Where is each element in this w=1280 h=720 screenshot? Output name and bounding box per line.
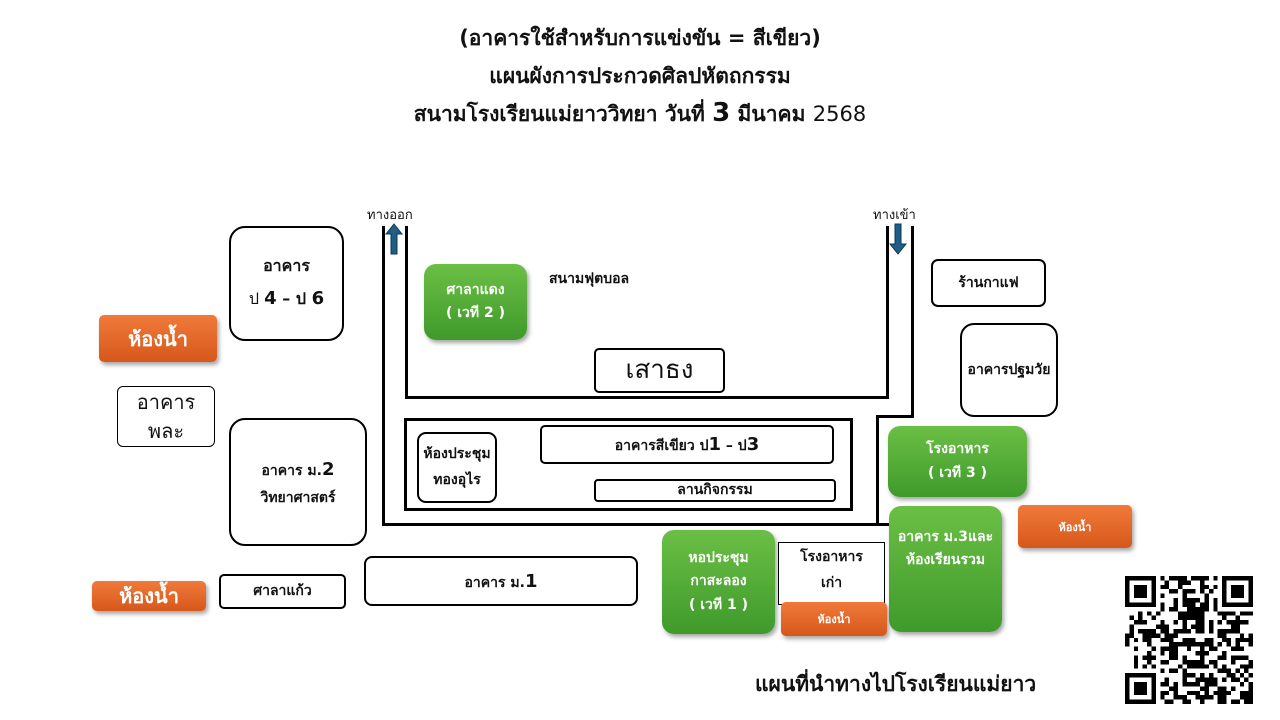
building-pala-line1: อาคาร — [136, 389, 196, 414]
m1-part-a: อาคาร ม. — [464, 574, 525, 591]
meeting-room-line2: ทองอุไร — [433, 471, 481, 488]
road-inner-left — [405, 226, 408, 399]
canteen-line2: ( เวที 3 ) — [927, 464, 988, 481]
p4p6-part-c: – ป — [276, 288, 312, 308]
header-date-prefix: สนามโรงเรียนแม่ยาววิทยา วันที่ — [413, 102, 713, 126]
header-line-3: สนามโรงเรียนแม่ยาววิทยา วันที่ 3 มีนาคม … — [0, 98, 1280, 131]
entrance-label: ทางเข้า — [873, 208, 916, 223]
header-date-year: 2568 — [812, 102, 867, 126]
restroom-center-small[interactable]: ห้องน้ำ — [781, 602, 887, 636]
old-canteen-line2: เก่า — [820, 574, 843, 591]
restroom-bottom-left[interactable]: ห้องน้ำ — [92, 581, 206, 611]
road-outer-left — [382, 226, 385, 526]
p4p6-part-d: 6 — [311, 287, 325, 309]
m1-part-b: 1 — [524, 570, 538, 592]
road-inner-bottom — [405, 396, 888, 399]
header-line-2: แผนผังการประกวดศิลปหัตถกรรม — [489, 64, 791, 88]
header-date-month: มีนาคม — [730, 102, 813, 126]
meeting-room-line1: ห้องประชุม — [423, 446, 491, 463]
sala-daeng-stage-2[interactable]: ศาลาแดง ( เวที 2 ) — [424, 264, 527, 340]
building-p4-p6[interactable]: อาคาร ป 4 – ป 6 — [229, 226, 344, 341]
gb-part-c: – ป — [721, 438, 747, 454]
building-m2-line1: อาคาร ม.2 — [262, 454, 335, 486]
building-m2-line2: วิทยาศาสตร์ — [260, 489, 336, 506]
road-outer-right-step — [876, 415, 914, 418]
meeting-room-thong-urai[interactable]: ห้องประชุม ทองอุไร — [417, 432, 497, 503]
building-m1[interactable]: อาคาร ม.1 — [364, 556, 638, 606]
p4p6-part-b: 4 — [264, 287, 277, 309]
canteen-stage-3[interactable]: โรงอาหาร ( เวที 3 ) — [888, 426, 1027, 497]
m3-line2: ห้องเรียนรวม — [905, 552, 986, 569]
football-field-label: สนามฟุตบอล — [549, 271, 630, 287]
restroom-top-left[interactable]: ห้องน้ำ — [99, 315, 217, 362]
m3-part-c: และ — [968, 529, 994, 545]
building-m1-label: อาคาร ม.1 — [465, 568, 538, 595]
sala-kaew[interactable]: ศาลาแก้ว — [219, 574, 346, 609]
auditorium-line1: หอประชุม — [688, 550, 749, 567]
building-m3-and-classroom[interactable]: อาคาร ม.3และ ห้องเรียนรวม — [889, 506, 1002, 632]
m3-line1: อาคาร ม.3และ — [898, 526, 993, 549]
cafe[interactable]: ร้านกาแฟ — [931, 259, 1046, 307]
road-outer-bottom — [382, 523, 913, 526]
building-m2-science[interactable]: อาคาร ม.2 วิทยาศาสตร์ — [229, 418, 367, 546]
building-p4-p6-line1: อาคาร — [263, 256, 310, 276]
building-p4-p6-line2: ป 4 – ป 6 — [249, 282, 324, 316]
building-pathom[interactable]: อาคารปฐมวัย — [960, 323, 1058, 417]
m3-part-a: อาคาร ม. — [897, 529, 959, 545]
m2-part-b: 2 — [321, 459, 335, 480]
restroom-right[interactable]: ห้องน้ำ — [1018, 505, 1132, 548]
entrance-arrow-down-icon — [889, 223, 907, 255]
header-date-day: 3 — [712, 98, 731, 128]
green-building-label: อาคารสีเขียว ป1 – ป3 — [615, 431, 759, 458]
sala-daeng-line2: ( เวที 2 ) — [445, 305, 506, 321]
gb-part-a: อาคารสีเขียว ป — [614, 438, 709, 454]
flagpole[interactable]: เสาธง — [594, 348, 725, 393]
p4p6-part-a: ป — [248, 288, 265, 308]
map-caption: แผนที่นำทางไปโรงเรียนแม่ยาว — [755, 672, 1037, 696]
qr-code-icon[interactable] — [1125, 576, 1253, 704]
auditorium-line3: ( เวที 1 ) — [688, 596, 749, 613]
activity-yard[interactable]: ลานกิจกรรม — [594, 479, 836, 502]
exit-arrow-up-icon — [385, 223, 403, 255]
gb-part-d: 3 — [746, 434, 760, 455]
building-pala[interactable]: อาคาร พละ — [117, 386, 215, 447]
old-canteen-line1: โรงอาหาร — [800, 549, 863, 566]
auditorium-line2: กาสะลอง — [690, 573, 747, 590]
exit-label: ทางออก — [367, 208, 413, 223]
road-outer-right-lower — [876, 417, 879, 525]
gb-part-b: 1 — [708, 434, 722, 455]
green-building-p1-p3[interactable]: อาคารสีเขียว ป1 – ป3 — [540, 425, 834, 464]
m2-part-a: อาคาร ม. — [261, 463, 322, 479]
road-outer-right-upper — [911, 226, 914, 418]
auditorium-kasalong-stage-1[interactable]: หอประชุม กาสะลอง ( เวที 1 ) — [662, 530, 775, 634]
canteen-line1: โรงอาหาร — [926, 441, 989, 458]
road-inner-right — [886, 226, 889, 399]
old-canteen[interactable]: โรงอาหาร เก่า — [778, 542, 885, 605]
building-pala-line2: พละ — [147, 418, 185, 443]
header-line-1: (อาคารใช้สำหรับการแข่งขัน = สีเขียว) — [459, 26, 821, 50]
m3-part-b: 3 — [958, 529, 969, 545]
sala-daeng-line1: ศาลาแดง — [446, 281, 505, 298]
